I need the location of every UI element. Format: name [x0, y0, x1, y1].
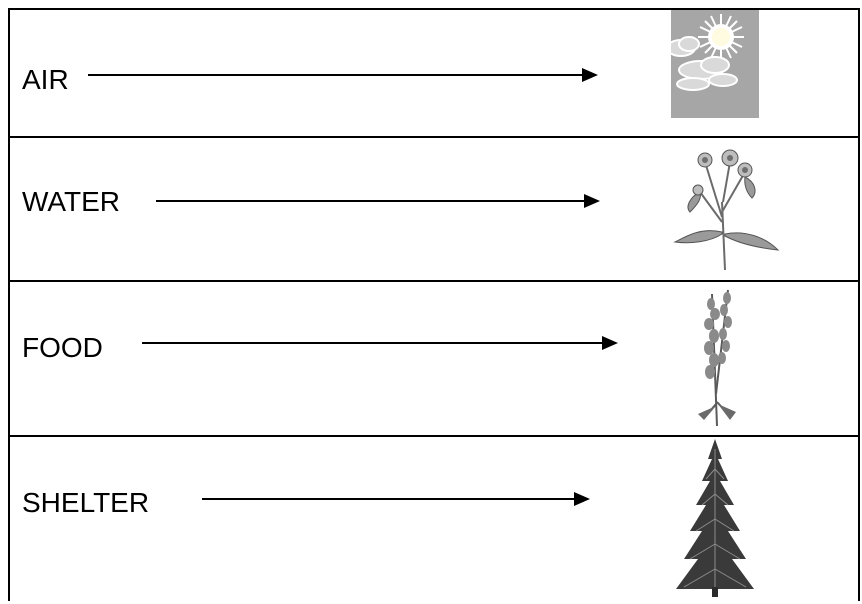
row-label: AIR	[22, 64, 69, 95]
flowering-plant-icon	[670, 142, 780, 272]
row-label: SHELTER	[22, 487, 150, 518]
arrow	[156, 194, 600, 208]
tall-flower-spike-icon	[692, 284, 742, 429]
needs-table	[8, 8, 860, 601]
row-divider	[8, 136, 860, 138]
row-water: WATER	[10, 138, 858, 280]
row-air: AIR	[10, 10, 858, 136]
arrow	[142, 336, 618, 350]
row-divider	[8, 435, 860, 437]
table-border-top	[8, 8, 860, 10]
evergreen-tree-icon	[670, 439, 760, 599]
arrow	[202, 492, 590, 506]
row-divider	[8, 280, 860, 282]
row-shelter: SHELTER	[10, 437, 858, 601]
arrow	[88, 68, 598, 82]
sun-and-clouds-icon	[666, 10, 759, 118]
row-label: WATER	[22, 186, 120, 217]
row-label: FOOD	[22, 332, 103, 363]
row-food: FOOD	[10, 282, 858, 435]
